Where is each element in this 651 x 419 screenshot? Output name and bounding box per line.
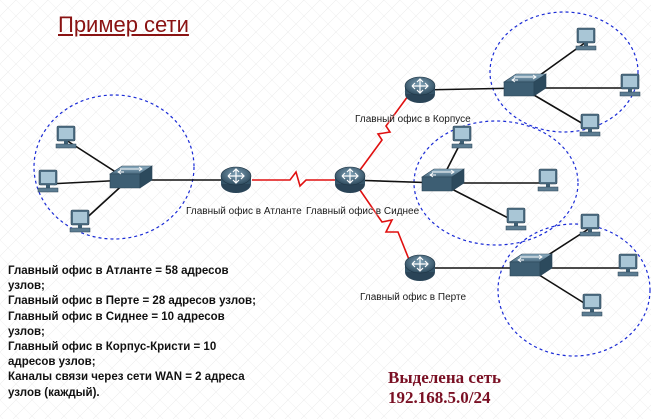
- label-office-sydney: Главный офис в Сиднее: [306, 206, 420, 217]
- label-office-atlanta: Главный офис в Атланте: [186, 206, 302, 217]
- slide-title: Пример сети: [58, 12, 189, 37]
- info-line-perth: Главный офис в Перте = 28 адресов узлов;: [8, 295, 256, 308]
- info-line-corpus: Главный офис в Корпус-Кристи = 10 адресо…: [8, 341, 217, 369]
- lan-sydney-circle: [413, 120, 579, 246]
- label-office-perth: Главный офис в Перте: [360, 292, 467, 303]
- lan-corpus-circle: [489, 11, 639, 133]
- router-corpus: [404, 76, 436, 104]
- pc-icon: [619, 73, 641, 97]
- lan-perth-circle: [497, 223, 651, 357]
- pc-icon: [505, 207, 527, 231]
- router-sydney: [334, 166, 366, 194]
- info-line-atlanta: Главный офис в Атланте = 58 адресов узло…: [8, 265, 229, 293]
- info-line-sydney: Главный офис в Сиднее = 10 адресов узлов…: [8, 310, 225, 338]
- selected-network-address: 192.168.5.0/24: [388, 388, 491, 407]
- lan-atlanta-circle: [33, 94, 195, 240]
- info-line-wan: Каналы связи через сети WAN = 2 адреса у…: [8, 371, 245, 399]
- pc-icon: [451, 125, 473, 149]
- pc-icon: [69, 209, 91, 233]
- selected-network-caption: Выделена сеть: [388, 368, 502, 387]
- pc-icon: [579, 213, 601, 237]
- router-perth: [404, 254, 436, 282]
- address-requirements: Главный офис в Атланте = 58 адресов узло…: [8, 264, 338, 401]
- wan-links: [252, 95, 411, 263]
- pc-icon: [581, 293, 603, 317]
- router-atlanta: [220, 166, 252, 194]
- pc-icon: [537, 168, 559, 192]
- label-office-corpus: Главный офис в Корпусе: [355, 114, 471, 125]
- pc-icon: [55, 125, 77, 149]
- pc-icon: [37, 169, 59, 193]
- selected-network: Выделена сеть 192.168.5.0/24: [388, 368, 501, 408]
- pc-icon: [617, 253, 639, 277]
- pc-icon: [575, 27, 597, 51]
- pc-icon: [579, 113, 601, 137]
